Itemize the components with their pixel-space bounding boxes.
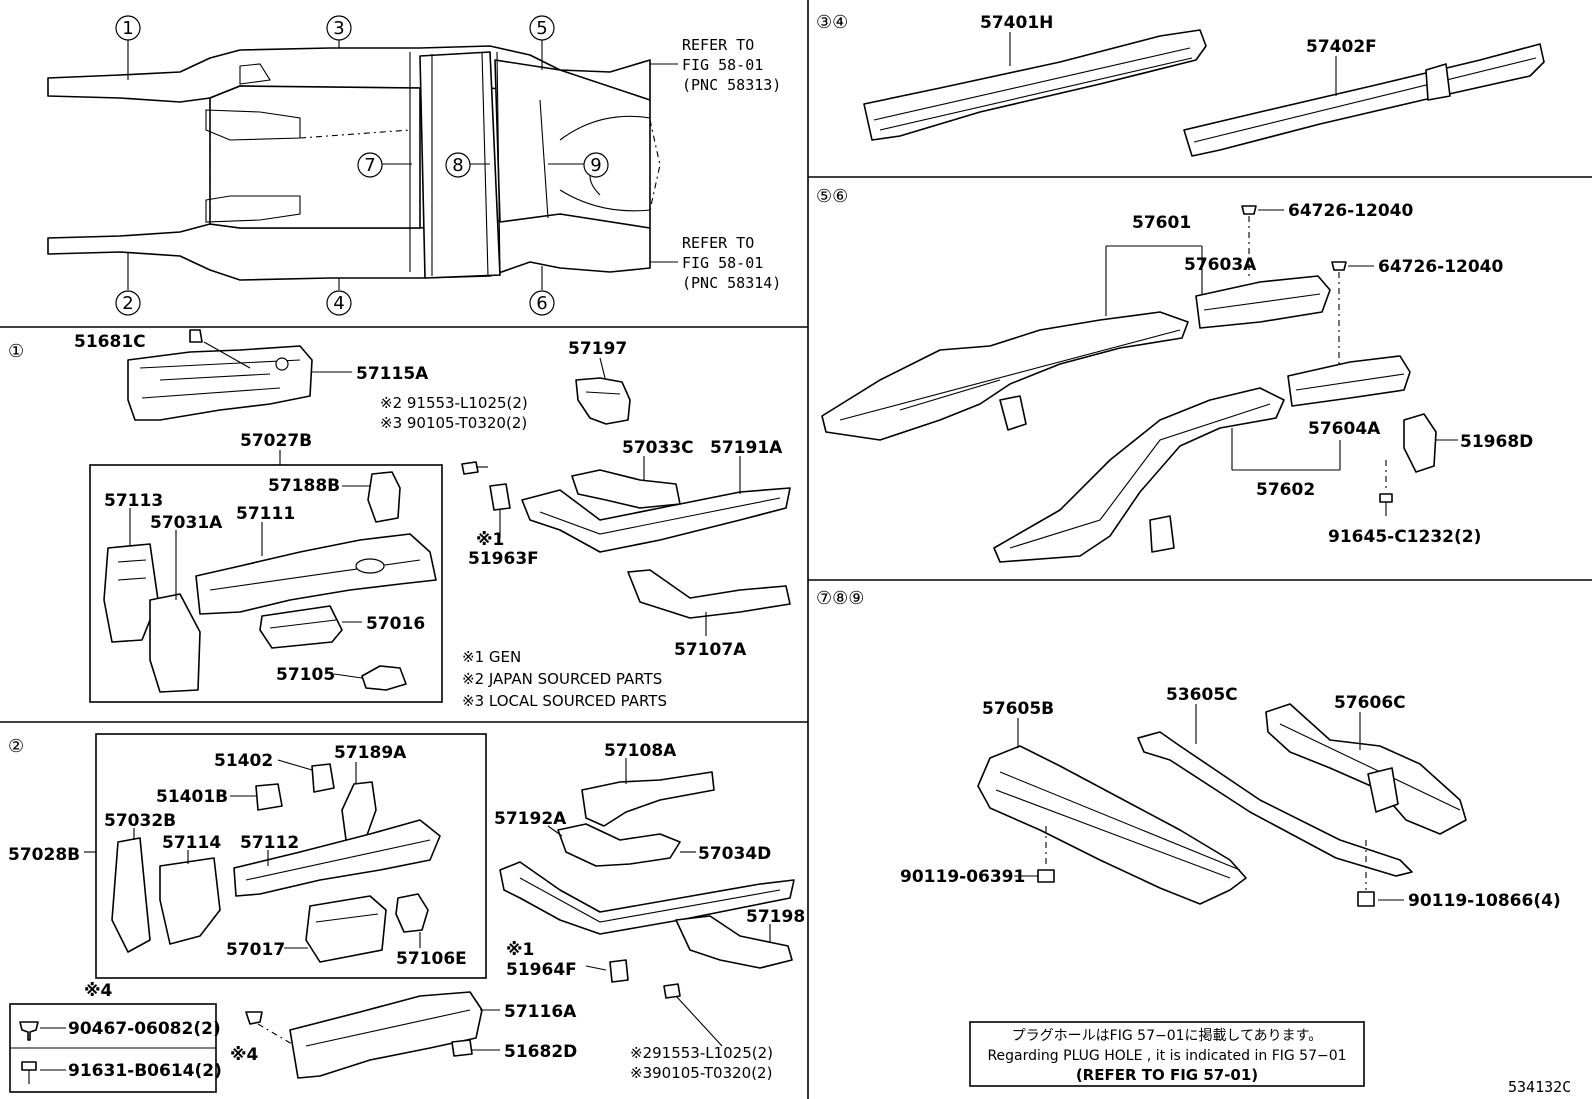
label-57603A: 57603A: [1184, 255, 1257, 275]
label-57189A: 57189A: [334, 743, 407, 763]
label-91631-B0614: 91631-B0614(2): [68, 1061, 222, 1081]
mark-gen-2: ※1: [506, 940, 534, 960]
label-57105: 57105: [276, 665, 335, 685]
label-90467-06082: 90467-06082(2): [68, 1019, 221, 1039]
label-57604A: 57604A: [1308, 419, 1381, 439]
label-57016: 57016: [366, 614, 425, 634]
label-57033C: 57033C: [622, 438, 694, 458]
label-57031A: 57031A: [150, 513, 223, 533]
label-57197: 57197: [568, 339, 627, 359]
label-57027B: 57027B: [240, 431, 312, 451]
note-ja: プラグホールはFIG 57−01に掲載してあります。: [1012, 1028, 1323, 1044]
label-90119-06391: 90119-06391: [900, 867, 1025, 887]
marker-2: 2: [122, 293, 133, 314]
label-57032B: 57032B: [104, 811, 176, 831]
label-57401H: 57401H: [980, 13, 1053, 33]
section-3-4: ③④ 57401H 57402F: [816, 12, 1545, 157]
note-refer: (REFER TO FIG 57-01): [1076, 1066, 1258, 1084]
label-57198: 57198: [746, 907, 805, 927]
mark-4b: ※4: [230, 1045, 259, 1065]
label-57188B: 57188B: [268, 476, 340, 496]
label-51681C: 51681C: [74, 332, 146, 352]
note-en: Regarding PLUG HOLE , it is indicated in…: [987, 1048, 1346, 1064]
figure-code: 534132C: [1508, 1078, 1571, 1096]
note-bolt-2b: ※291553-L1025(2): [630, 1044, 773, 1062]
section-2-header: ②: [8, 736, 24, 757]
section-5-6-header: ⑤⑥: [816, 186, 848, 207]
note-bolt-3: ※3 90105-T0320(2): [380, 414, 527, 432]
label-57107A: 57107A: [674, 640, 747, 660]
ref-top-line1: REFER TO: [682, 36, 754, 54]
label-51682D: 51682D: [504, 1042, 577, 1062]
label-57034D: 57034D: [698, 844, 771, 864]
label-57605B: 57605B: [982, 699, 1054, 719]
note-bolt-2: ※2 91553-L1025(2): [380, 394, 528, 412]
mark-gen-1: ※1: [476, 530, 504, 550]
section-1-header: ①: [8, 341, 24, 362]
label-57111: 57111: [236, 504, 295, 524]
section-7-8-9-header: ⑦⑧⑨: [816, 588, 864, 609]
overview-markers: 1 2 3 4 5 6 7 8 9: [115, 15, 609, 316]
label-64726-12040-b: 64726-12040: [1378, 257, 1504, 277]
section-1: ① 51681C 57115A 57197 ※2 91553-L1025(2) …: [8, 329, 791, 710]
ref-bottom-line2: FIG 58-01: [682, 254, 763, 272]
label-57115A: 57115A: [356, 364, 429, 384]
ref-bottom-line3: (PNC 58314): [682, 274, 781, 292]
ref-top-line2: FIG 58-01: [682, 56, 763, 74]
label-57017: 57017: [226, 940, 285, 960]
label-90119-10866: 90119-10866(4): [1408, 891, 1561, 911]
label-51968D: 51968D: [1460, 432, 1533, 452]
label-57402F: 57402F: [1306, 37, 1377, 57]
label-57191A: 57191A: [710, 438, 783, 458]
label-64726-12040-a: 64726-12040: [1288, 201, 1414, 221]
label-57606C: 57606C: [1334, 693, 1406, 713]
section-2: ② 51402 57189A 51401B 57032B 57114 57112…: [8, 733, 805, 1093]
label-53605C: 53605C: [1166, 685, 1238, 705]
label-51402: 51402: [214, 751, 273, 771]
legend-japan: ※2 JAPAN SOURCED PARTS: [462, 670, 662, 688]
marker-3: 3: [333, 18, 344, 39]
label-57112: 57112: [240, 833, 299, 853]
ref-bottom-line1: REFER TO: [682, 234, 754, 252]
label-57113: 57113: [104, 491, 163, 511]
legend-gen: ※1 GEN: [462, 648, 521, 666]
section-3-4-header: ③④: [816, 12, 848, 33]
label-57108A: 57108A: [604, 741, 677, 761]
marker-5: 5: [536, 18, 547, 39]
label-51401B: 51401B: [156, 787, 228, 807]
marker-9: 9: [590, 155, 601, 176]
mark-4: ※4: [84, 981, 113, 1001]
marker-1: 1: [122, 18, 133, 39]
marker-4: 4: [333, 293, 344, 314]
note-bolt-3b: ※390105-T0320(2): [630, 1064, 772, 1082]
label-57028B: 57028B: [8, 845, 80, 865]
label-57114: 57114: [162, 833, 221, 853]
section-5-6: ⑤⑥ 57601 57603A 64726-12040 64726-12040 …: [816, 186, 1533, 563]
overview-refs: REFER TO FIG 58-01 (PNC 58313) REFER TO …: [682, 36, 781, 292]
label-51963F: 51963F: [468, 549, 539, 569]
legend-local: ※3 LOCAL SOURCED PARTS: [462, 692, 667, 710]
label-91645-C1232: 91645-C1232(2): [1328, 527, 1481, 547]
label-57601: 57601: [1132, 213, 1191, 233]
marker-7: 7: [364, 155, 375, 176]
label-51964F: 51964F: [506, 960, 577, 980]
label-57106E: 57106E: [396, 949, 467, 969]
label-57116A: 57116A: [504, 1002, 577, 1022]
section-7-8-9: ⑦⑧⑨ 57605B 90119-06391 53605C 57606C 901…: [816, 588, 1571, 1096]
label-57602: 57602: [1256, 480, 1315, 500]
label-57192A: 57192A: [494, 809, 567, 829]
marker-6: 6: [536, 293, 547, 314]
ref-top-line3: (PNC 58313): [682, 76, 781, 94]
marker-8: 8: [452, 155, 463, 176]
